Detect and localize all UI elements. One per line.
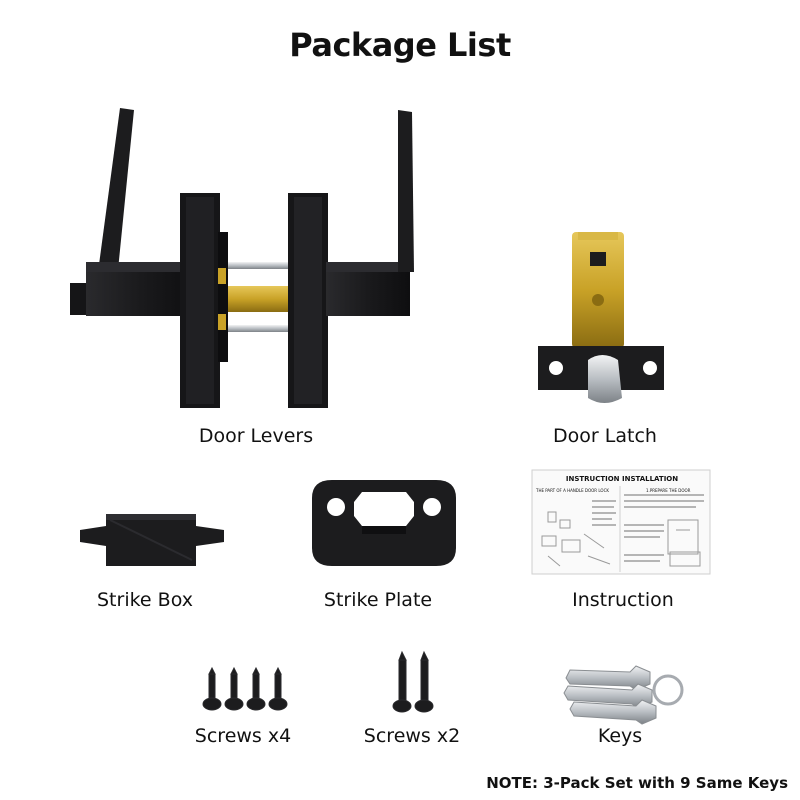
screw-1 [202,666,222,711]
key-3 [569,699,657,725]
latch-faceplate [538,346,664,403]
item-label-strike-box: Strike Box [97,589,193,611]
right-lever [326,110,414,316]
screw-long-2 [414,650,434,713]
item-label-strike-plate: Strike Plate [323,589,433,611]
item-label-instruction: Instruction [572,589,674,611]
package-note: NOTE: 3-Pack Set with 9 Same Keys [486,774,788,792]
item-label-keys: Keys [597,725,643,747]
screw-4 [268,666,288,711]
spindle [218,262,288,332]
item-label-door-latch: Door Latch [553,425,657,447]
instruction-sheet-heading: INSTRUCTION INSTALLATION [565,475,679,483]
key-ring [652,674,684,706]
item-label-screws-x4: Screws x4 [194,725,292,747]
instruction-sheet-right-heading: 1.PREPARE THE DOOR [646,488,691,493]
screw-3 [246,666,266,711]
item-label-door-levers: Door Levers [198,425,314,447]
latch-body [572,232,624,348]
item-label-screws-x2: Screws x2 [363,725,461,747]
left-lever [70,108,196,316]
screw-2 [224,666,244,711]
page-title: Package List [289,26,511,64]
left-rose [180,193,228,408]
screw-long-1 [392,650,412,713]
instruction-sheet-left-heading: THE PART OF A HANDLE DOOR LOCK [536,488,609,493]
right-rose [288,193,328,408]
